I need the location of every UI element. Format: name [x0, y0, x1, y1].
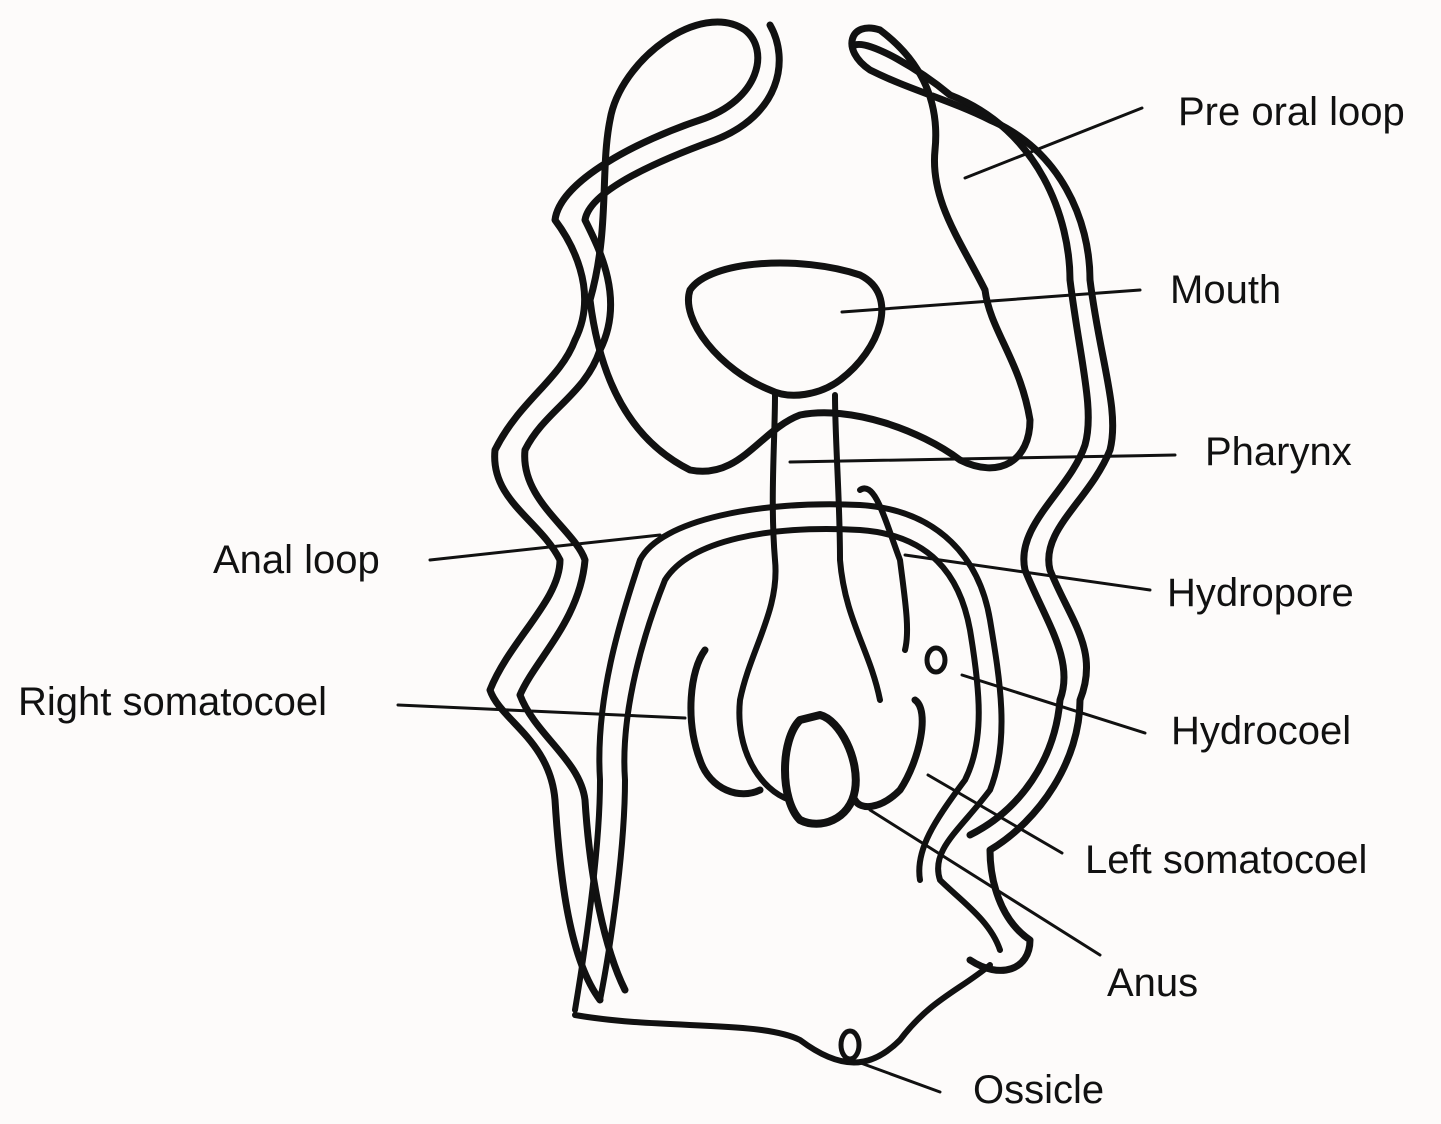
label-hydropore: Hydropore — [1167, 573, 1354, 613]
label-pre-oral-loop: Pre oral loop — [1178, 92, 1405, 132]
label-ossicle: Ossicle — [973, 1070, 1104, 1110]
label-mouth: Mouth — [1170, 270, 1281, 310]
label-left-somatocoel: Left somatocoel — [1085, 840, 1367, 880]
leader-anus — [870, 810, 1100, 955]
body-outline — [575, 965, 990, 1063]
pre-oral-loop-shape — [490, 22, 1113, 1000]
mouth-shape — [688, 263, 881, 395]
hydrocoel-shape — [927, 648, 945, 672]
label-anus: Anus — [1107, 963, 1198, 1003]
leader-lines — [398, 108, 1175, 1092]
leader-pharynx — [790, 455, 1175, 462]
ossicle-shape — [841, 1031, 859, 1059]
intestine-shape — [785, 715, 856, 824]
label-right-somatocoel: Right somatocoel — [18, 682, 327, 722]
leader-right-somatocoel — [398, 705, 685, 718]
label-pharynx: Pharynx — [1205, 432, 1352, 472]
pharynx-shape — [739, 395, 880, 800]
label-anal-loop: Anal loop — [213, 540, 380, 580]
leader-ossicle — [858, 1062, 940, 1092]
label-hydrocoel: Hydrocoel — [1171, 711, 1351, 751]
left-somatocoel-shape — [855, 700, 922, 807]
